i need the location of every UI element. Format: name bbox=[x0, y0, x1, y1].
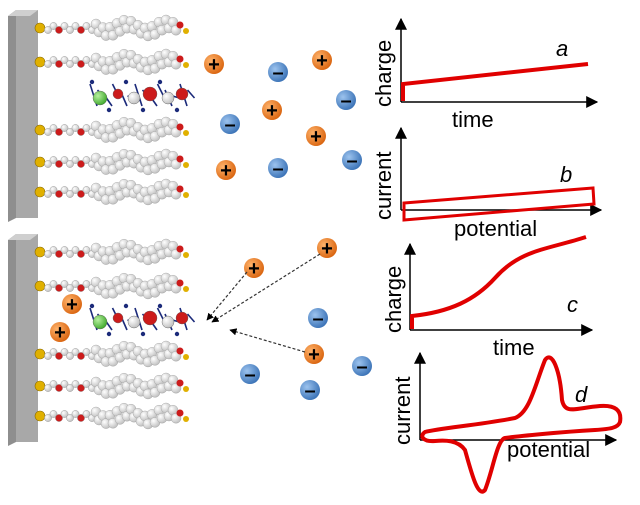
monolayer-electrode-top bbox=[8, 10, 196, 222]
x-axis-label: potential bbox=[507, 437, 590, 462]
gold-electrode bbox=[16, 234, 38, 442]
migration-arrow bbox=[211, 253, 321, 323]
cation: + bbox=[304, 344, 324, 366]
charge-curve-c bbox=[410, 235, 587, 329]
ion-sign: – bbox=[356, 356, 367, 378]
charge-curve-a bbox=[401, 62, 589, 101]
anion: – bbox=[268, 62, 288, 84]
voltammogram-curve-d bbox=[420, 355, 623, 494]
y-axis-label: current bbox=[390, 377, 415, 445]
monolayer-electrode-bottom bbox=[8, 234, 196, 446]
cation: + bbox=[244, 258, 264, 280]
ion-migration-arrows bbox=[206, 253, 321, 353]
ion-sign: – bbox=[272, 62, 283, 84]
curve-label-b: b bbox=[560, 162, 572, 187]
thiol-chain bbox=[34, 272, 189, 300]
anion: – bbox=[336, 90, 356, 112]
anion: – bbox=[308, 308, 328, 330]
curve-label-c: c bbox=[567, 292, 578, 317]
sulfur-atom bbox=[34, 156, 46, 168]
anion: – bbox=[342, 150, 362, 172]
ion-sign: + bbox=[248, 258, 260, 280]
thiol-chain bbox=[34, 340, 189, 368]
cation: + bbox=[262, 100, 282, 122]
cation: + bbox=[50, 322, 70, 344]
x-axis-label: potential bbox=[454, 216, 537, 241]
sulfur-atom bbox=[34, 246, 46, 258]
curve-label-d: d bbox=[575, 382, 588, 407]
x-axis-label: time bbox=[493, 335, 535, 360]
migration-arrow bbox=[229, 328, 306, 353]
cation: + bbox=[204, 54, 224, 76]
gold-electrode bbox=[16, 10, 38, 218]
ion-sign: – bbox=[304, 380, 315, 402]
thiol-chain bbox=[34, 402, 189, 430]
ion-sign: – bbox=[312, 308, 323, 330]
sulfur-atom bbox=[34, 186, 46, 198]
sulfur-atom bbox=[34, 410, 46, 422]
cation: + bbox=[317, 238, 337, 260]
ion-sign: + bbox=[66, 294, 78, 316]
electrode-edge bbox=[8, 10, 16, 222]
thiol-chain bbox=[34, 372, 189, 400]
ion-sign: + bbox=[54, 322, 66, 344]
plot-panel-c: charge time c bbox=[381, 235, 594, 360]
plot-panel-a: charge time a bbox=[371, 17, 599, 132]
y-axis-label: charge bbox=[381, 266, 406, 333]
anion: – bbox=[268, 158, 288, 180]
thiol-chain bbox=[34, 14, 189, 42]
thiol-chain bbox=[34, 116, 189, 144]
ion-sign: + bbox=[266, 100, 278, 122]
ion-sign: + bbox=[208, 54, 220, 76]
solution-ions: +++++–––––+++++–––– bbox=[50, 50, 372, 402]
anion: – bbox=[300, 380, 320, 402]
anion: – bbox=[352, 356, 372, 378]
sulfur-atom bbox=[34, 348, 46, 360]
plot-panel-b: current potential b bbox=[371, 126, 603, 241]
anion: – bbox=[220, 114, 240, 136]
thiol-chain bbox=[34, 178, 189, 206]
plot-panel-d: current potential d bbox=[390, 351, 623, 494]
sulfur-atom bbox=[34, 124, 46, 136]
ion-sign: + bbox=[321, 238, 333, 260]
redox-layer bbox=[89, 79, 196, 113]
ion-sign: + bbox=[308, 344, 320, 366]
ion-sign: – bbox=[340, 90, 351, 112]
y-axis-label: current bbox=[371, 152, 396, 220]
curve-label-a: a bbox=[556, 36, 568, 61]
ion-sign: – bbox=[272, 158, 283, 180]
cation: + bbox=[62, 294, 82, 316]
thiol-chain bbox=[34, 48, 189, 76]
cation: + bbox=[216, 160, 236, 182]
x-axis-label: time bbox=[452, 107, 494, 132]
electrode-edge bbox=[8, 234, 16, 446]
redox-layer bbox=[89, 303, 196, 337]
ion-sign: – bbox=[346, 150, 357, 172]
sulfur-atom bbox=[34, 380, 46, 392]
anion: – bbox=[240, 364, 260, 386]
cation: + bbox=[306, 126, 326, 148]
ion-sign: – bbox=[244, 364, 255, 386]
thiol-chain bbox=[34, 238, 189, 266]
thiol-chain bbox=[34, 148, 189, 176]
ion-sign: + bbox=[316, 50, 328, 72]
ion-sign: – bbox=[224, 114, 235, 136]
migration-arrow bbox=[206, 271, 248, 321]
cation: + bbox=[312, 50, 332, 72]
ion-sign: + bbox=[310, 126, 322, 148]
sulfur-atom bbox=[34, 280, 46, 292]
y-axis-label: charge bbox=[371, 40, 396, 107]
capacitive-loop-b bbox=[402, 186, 596, 222]
sulfur-atom bbox=[34, 22, 46, 34]
ion-sign: + bbox=[220, 160, 232, 182]
sulfur-atom bbox=[34, 56, 46, 68]
